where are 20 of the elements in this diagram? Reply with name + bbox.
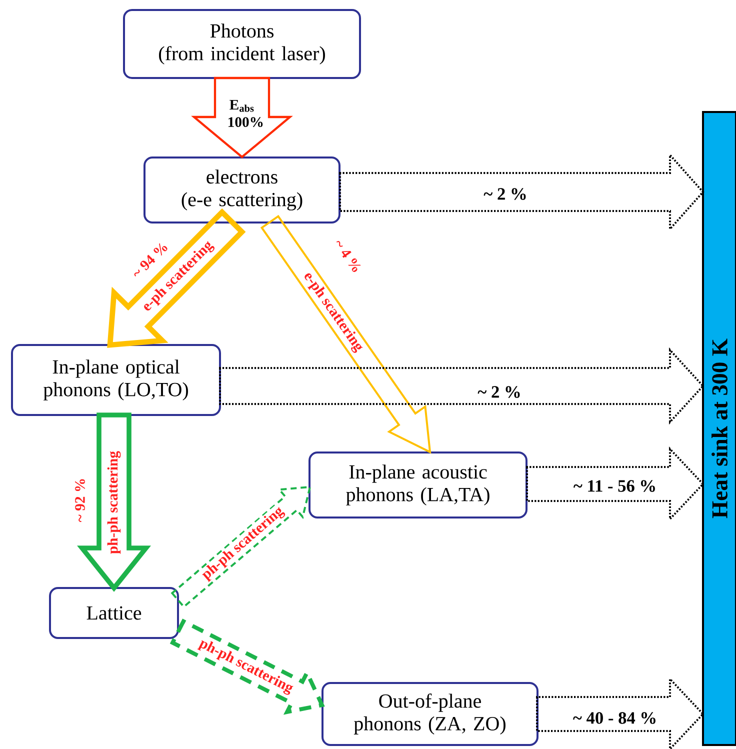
edge-label: ~ 40 - 84 % xyxy=(572,711,658,725)
block-arrow xyxy=(526,446,704,522)
block-arrow xyxy=(219,347,704,425)
process-box: electrons (e-e scattering) xyxy=(144,156,340,224)
process-box: Photons (from incident laser) xyxy=(123,9,361,79)
block-arrow xyxy=(191,76,293,158)
edge-label: ~ 2 % xyxy=(482,187,528,201)
edge-label: ~ 11 - 56 % xyxy=(572,479,658,493)
edge-label: E$_{abs}$ 100% xyxy=(226,98,263,128)
process-box: In-plane optical phonons (LO,TO) xyxy=(11,344,221,416)
percentage-label: ~ 4 % xyxy=(336,241,361,272)
process-box: Lattice xyxy=(49,587,179,639)
percentage-label: ~ 92 % xyxy=(75,479,85,522)
block-arrow xyxy=(77,412,151,592)
heat-sink-bar: Heat sink at 300 K xyxy=(702,111,736,746)
process-box: Out-of-plane phonons (ZA, ZO) xyxy=(322,682,538,746)
edge-label: ~ 2 % xyxy=(476,385,522,399)
percentage-label: ~ 94 % xyxy=(134,243,168,277)
edge-label: ph-ph scattering xyxy=(106,450,122,556)
process-box: In-plane acoustic phonons (LA,TA) xyxy=(308,452,528,518)
